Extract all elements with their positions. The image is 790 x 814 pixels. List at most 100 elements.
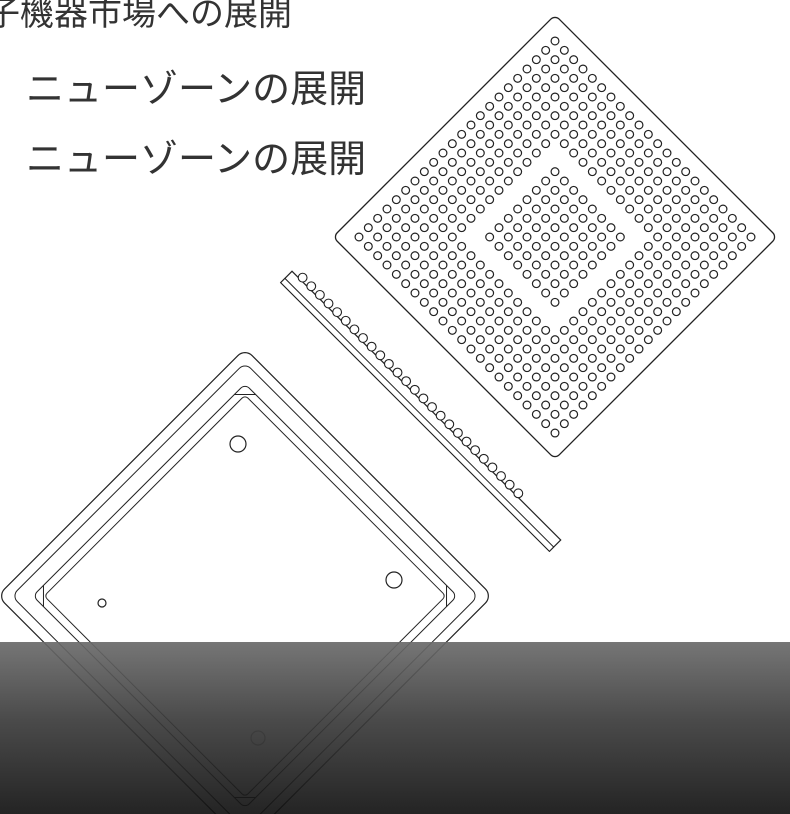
solder-ball [662,167,672,177]
solder-ball [438,223,448,233]
solder-ball [513,335,523,345]
solder-ball [569,185,579,195]
solder-ball [578,157,588,167]
strip-contact [513,488,524,499]
solder-ball [513,391,523,401]
solder-ball [447,176,457,186]
solder-ball [354,232,364,242]
solder-ball [419,279,429,289]
solder-ball [615,269,625,279]
solder-ball [410,195,420,205]
solder-ball [559,83,569,93]
solder-ball [569,391,579,401]
solder-ball [541,325,551,335]
solder-ball [419,223,429,233]
solder-ball [653,288,663,298]
strip-contact [504,479,515,490]
strip-contact [340,315,351,326]
solder-ball [662,148,672,158]
solder-ball [578,213,588,223]
solder-ball [643,167,653,177]
solder-ball [401,241,411,251]
solder-ball [475,167,485,177]
solder-ball [531,129,541,139]
strip-contact [452,427,463,438]
solder-ball [457,185,467,195]
solder-ball [522,83,532,93]
solder-ball [401,260,411,270]
solder-ball [578,363,588,373]
solder-ball [494,148,504,158]
solder-ball [625,129,635,139]
solder-ball [569,148,579,158]
solder-ball [625,204,635,214]
solder-ball [494,316,504,326]
solder-ball [653,251,663,261]
solder-ball [494,111,504,121]
solder-ball [662,204,672,214]
solder-ball [401,185,411,195]
solder-ball [709,251,719,261]
solder-ball [643,316,653,326]
strip-contact [332,307,343,318]
solder-ball [391,232,401,242]
solder-ball [447,288,457,298]
solder-ball [709,269,719,279]
solder-ball [597,101,607,111]
solder-ball [485,307,495,317]
solder-ball [513,223,523,233]
solder-ball [597,176,607,186]
solder-ball [634,344,644,354]
solder-ball [494,92,504,102]
solder-ball [709,213,719,223]
solder-ball [410,232,420,242]
solder-ball [485,101,495,111]
solder-ball [671,288,681,298]
solder-ball [438,204,448,214]
solder-ball [457,297,467,307]
solder-ball [541,176,551,186]
solder-ball [606,335,616,345]
solder-ball [587,111,597,121]
solder-ball [531,111,541,121]
solder-ball [531,260,541,270]
strip-contact [427,402,437,413]
solder-ball [447,213,457,223]
solder-ball [522,344,532,354]
solder-ball [447,307,457,317]
solder-ball [503,176,513,186]
solder-ball [587,335,597,345]
solder-ball [718,260,728,270]
solder-ball [382,260,392,270]
strip-contact [409,384,420,395]
solder-ball [559,288,569,298]
solder-ball [494,241,504,251]
solder-ball [429,195,439,205]
solder-ball [531,148,541,158]
solder-ball [513,148,523,158]
solder-ball [746,232,756,242]
solder-ball [541,139,551,149]
solder-ball [531,391,541,401]
solder-ball [569,260,579,270]
solder-ball [475,185,485,195]
solder-ball [578,325,588,335]
solder-ball [699,279,709,289]
solder-ball [681,204,691,214]
solder-ball [541,251,551,261]
solder-ball [727,232,737,242]
headline-line-3: ニューゾーンの展開 [26,137,367,181]
solder-ball [699,241,709,251]
solder-ball [578,344,588,354]
solder-ball [634,251,644,261]
solder-ball [578,381,588,391]
solder-ball [681,279,691,289]
solder-ball [429,157,439,167]
headline-line-1: 子機器市場への展開 [0,0,292,34]
solder-ball [410,213,420,223]
solder-ball [438,279,448,289]
solder-ball [606,223,616,233]
solder-ball [522,64,532,74]
solder-ball [587,260,597,270]
solder-ball [615,120,625,130]
